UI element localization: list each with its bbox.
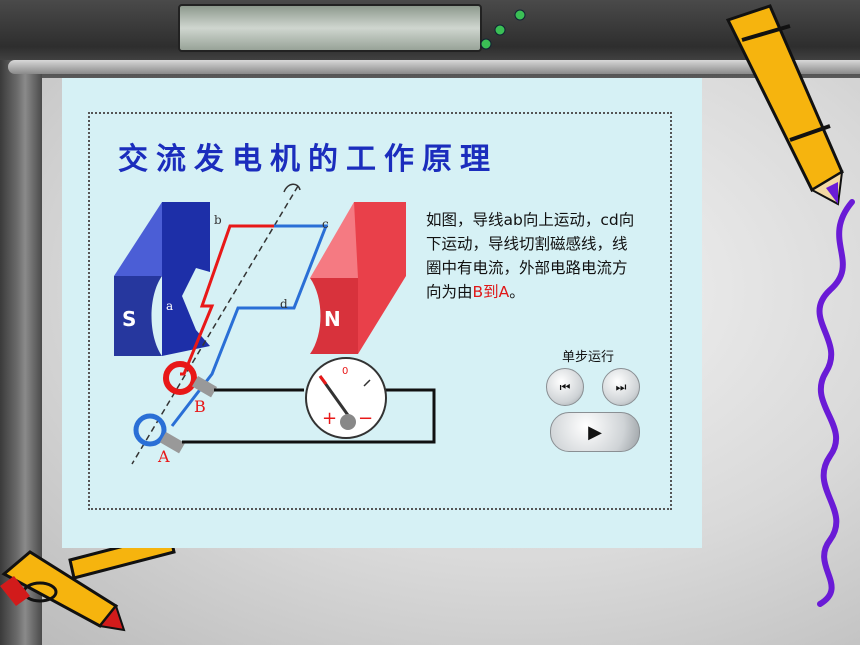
step-back-button[interactable]: ⏮: [546, 368, 584, 406]
indicator-light: [494, 24, 506, 36]
wire-label-c: c: [322, 217, 329, 231]
ring-label-b: B: [194, 397, 206, 416]
south-magnet: S: [114, 202, 210, 356]
meter-minus-label: −: [358, 408, 373, 429]
purple-squiggle-icon: [816, 199, 855, 607]
skip-back-icon: ⏮: [559, 379, 571, 394]
dotted-border: [88, 112, 672, 510]
south-pole-label: S: [122, 307, 136, 331]
description-text: 如图，导线ab向上运动，cd向下运动，导线切割磁感线，线圈中有电流，外部电路电流…: [426, 208, 642, 304]
play-icon: ▶: [588, 421, 602, 443]
wire-label-b: b: [214, 213, 222, 227]
wire-label-d: d: [280, 297, 288, 311]
chrome-rail: [8, 60, 860, 74]
crayon-bottom-left-icon: [0, 532, 176, 632]
wire-label-a: a: [166, 299, 173, 313]
slip-ring-lower: [133, 413, 167, 447]
meter-zero-label: 0: [342, 366, 348, 377]
description-highlight: B到A: [472, 283, 510, 301]
indicator-light: [480, 38, 492, 50]
rotation-arrow-icon: [283, 183, 301, 193]
brush-upper: [192, 376, 218, 398]
generator-diagram: S N a b c d B A: [114, 183, 436, 466]
north-magnet: N: [310, 202, 406, 354]
ring-label-a: A: [157, 447, 170, 466]
circuit-wire-outer: [182, 388, 436, 444]
meter-plus-label: +: [322, 408, 337, 429]
indicator-light: [514, 9, 526, 21]
content-panel: 交流发电机的工作原理 S N a b c d: [62, 78, 702, 548]
north-pole-label: N: [324, 307, 341, 331]
crayon-top-right-icon: [725, 4, 844, 206]
display-panel: [178, 4, 482, 52]
step-forward-button[interactable]: ⏭: [602, 368, 640, 406]
skip-forward-icon: ⏭: [615, 379, 627, 394]
rotation-axis: [131, 185, 299, 465]
description-main: 如图，导线ab向上运动，cd向下运动，导线切割磁感线，线圈中有电流，外部电路电流…: [426, 211, 635, 301]
page-title: 交流发电机的工作原理: [118, 142, 498, 177]
galvanometer: 0 + −: [305, 357, 387, 439]
description-end: 。: [509, 283, 525, 301]
step-run-label: 单步运行: [562, 350, 615, 365]
play-button[interactable]: ▶: [550, 412, 640, 452]
brush-lower: [160, 432, 186, 454]
left-frame: [0, 60, 42, 645]
slip-ring-upper: [163, 361, 197, 395]
